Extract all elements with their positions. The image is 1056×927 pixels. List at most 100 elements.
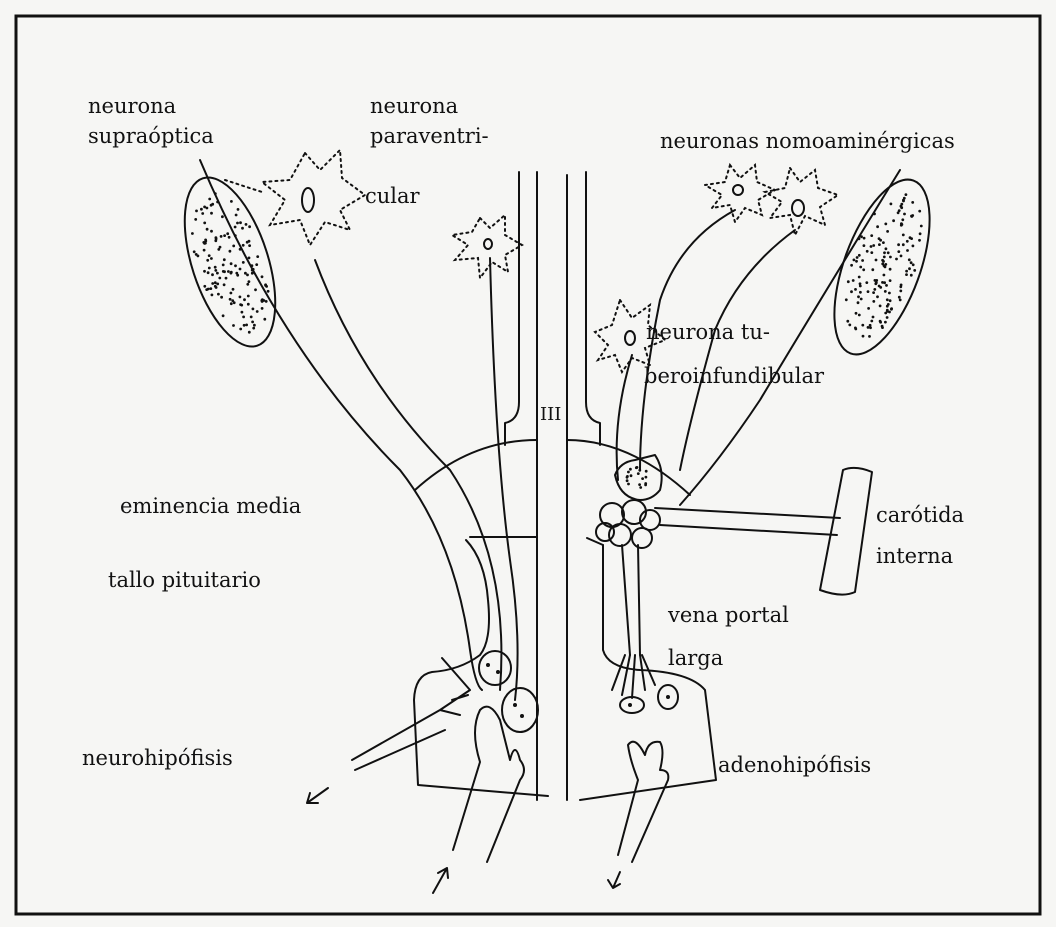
stipple-dot	[256, 255, 259, 258]
stipple-dot	[234, 226, 237, 229]
stipple-dot	[215, 236, 218, 239]
stipple-dot	[243, 298, 246, 301]
stipple-dot	[245, 324, 248, 327]
stipple-dot	[248, 280, 251, 283]
stipple-dot	[248, 257, 251, 260]
stipple-dot	[261, 307, 264, 310]
stipple-dot	[230, 272, 233, 275]
stipple-dot	[884, 321, 887, 324]
stipple-dot	[910, 274, 913, 277]
stipple-dot	[214, 269, 217, 272]
stipple-dot	[897, 250, 900, 253]
stipple-dot	[866, 250, 869, 253]
stipple-dot	[899, 290, 902, 293]
stipple-dot	[903, 197, 906, 200]
stipple-dot	[885, 284, 888, 287]
stipple-dot	[900, 224, 903, 227]
stipple-dot	[909, 236, 912, 239]
stipple-dot	[883, 274, 886, 277]
label-carotida-2: interna	[876, 546, 953, 567]
stipple-dot	[261, 275, 264, 278]
stipple-dot	[870, 245, 873, 248]
stipple-dot	[203, 270, 206, 273]
stipple-dot	[902, 234, 905, 237]
stipple-dot	[868, 335, 871, 338]
long-portal-vein	[612, 545, 655, 698]
stipple-dot	[892, 219, 895, 222]
stipple-dot	[910, 215, 913, 218]
stipple-dot	[867, 326, 870, 329]
stipple-dot	[203, 249, 206, 252]
stipple-dot	[191, 232, 194, 235]
stipple-dot	[863, 244, 866, 247]
stipple-dot	[248, 244, 251, 247]
stipple-dot	[195, 210, 198, 213]
stipple-dot	[882, 241, 885, 244]
stipple-dot	[897, 211, 900, 214]
stipple-dot	[206, 207, 209, 210]
adenohypophysis-vessel	[618, 742, 668, 862]
stipple-dot	[890, 203, 893, 206]
label-neuronas-monoaminergicas: neuronas nomoaminérgicas	[660, 131, 955, 152]
stipple-dot	[214, 281, 217, 284]
stipple-dot	[208, 254, 211, 257]
stipple-dot	[918, 239, 921, 242]
stipple-dot	[857, 301, 860, 304]
stipple-dot	[223, 258, 226, 261]
stipple-dot	[237, 208, 240, 211]
stipple-dot	[875, 279, 878, 282]
stipple-dot	[920, 225, 923, 228]
stipple-dot	[203, 222, 206, 225]
stipple-dot	[855, 312, 858, 315]
stipple-dot	[889, 268, 892, 271]
stipple-dot	[900, 284, 903, 287]
stipple-dot	[256, 310, 259, 313]
stipple-dot	[232, 245, 235, 248]
third-ventricle	[505, 172, 600, 800]
paraventricular-axon	[490, 258, 518, 700]
stipple-dot	[890, 308, 893, 311]
stipple-dot	[210, 230, 213, 233]
stipple-dot	[248, 331, 251, 334]
stipple-dot	[854, 288, 857, 291]
label-adenohipofisis: adenohipófisis	[718, 755, 871, 776]
portal-capillary-plexus	[596, 455, 662, 548]
stipple-dot	[230, 292, 233, 295]
stipple-dot	[206, 228, 209, 231]
stipple-dot	[629, 468, 632, 471]
stipple-dot	[906, 249, 909, 252]
stipple-dot	[862, 335, 865, 338]
stipple-dot	[870, 251, 873, 254]
stipple-dot	[879, 321, 882, 324]
stipple-dot	[637, 472, 640, 475]
stipple-dot	[902, 243, 905, 246]
stipple-dot	[882, 260, 885, 263]
stipple-dot	[227, 270, 230, 273]
stipple-dot	[221, 215, 224, 218]
stipple-dot	[630, 474, 633, 477]
stipple-dot	[884, 290, 887, 293]
paraventricular-neuron	[452, 215, 522, 278]
label-vena-portal-1: vena portal	[668, 605, 789, 626]
stipple-dot	[846, 320, 849, 323]
stipple-dot	[869, 324, 872, 327]
stipple-dot	[881, 263, 884, 266]
stipple-dot	[886, 230, 889, 233]
stipple-dot	[645, 476, 648, 479]
stipple-dot	[208, 198, 211, 201]
stipple-dot	[853, 259, 856, 262]
stipple-dot	[859, 285, 862, 288]
stipple-dot	[886, 310, 889, 313]
stipple-dot	[204, 240, 207, 243]
stipple-dot	[910, 261, 913, 264]
stipple-dot	[872, 300, 875, 303]
stipple-dot	[230, 262, 233, 265]
stipple-dot	[850, 290, 853, 293]
stipple-dot	[906, 240, 909, 243]
stipple-dot	[854, 328, 857, 331]
stipple-dot	[210, 204, 213, 207]
left-nucleus-ellipse	[167, 167, 294, 358]
stipple-dot	[870, 320, 873, 323]
stipple-dot	[889, 256, 892, 259]
stipple-dot	[627, 471, 630, 474]
